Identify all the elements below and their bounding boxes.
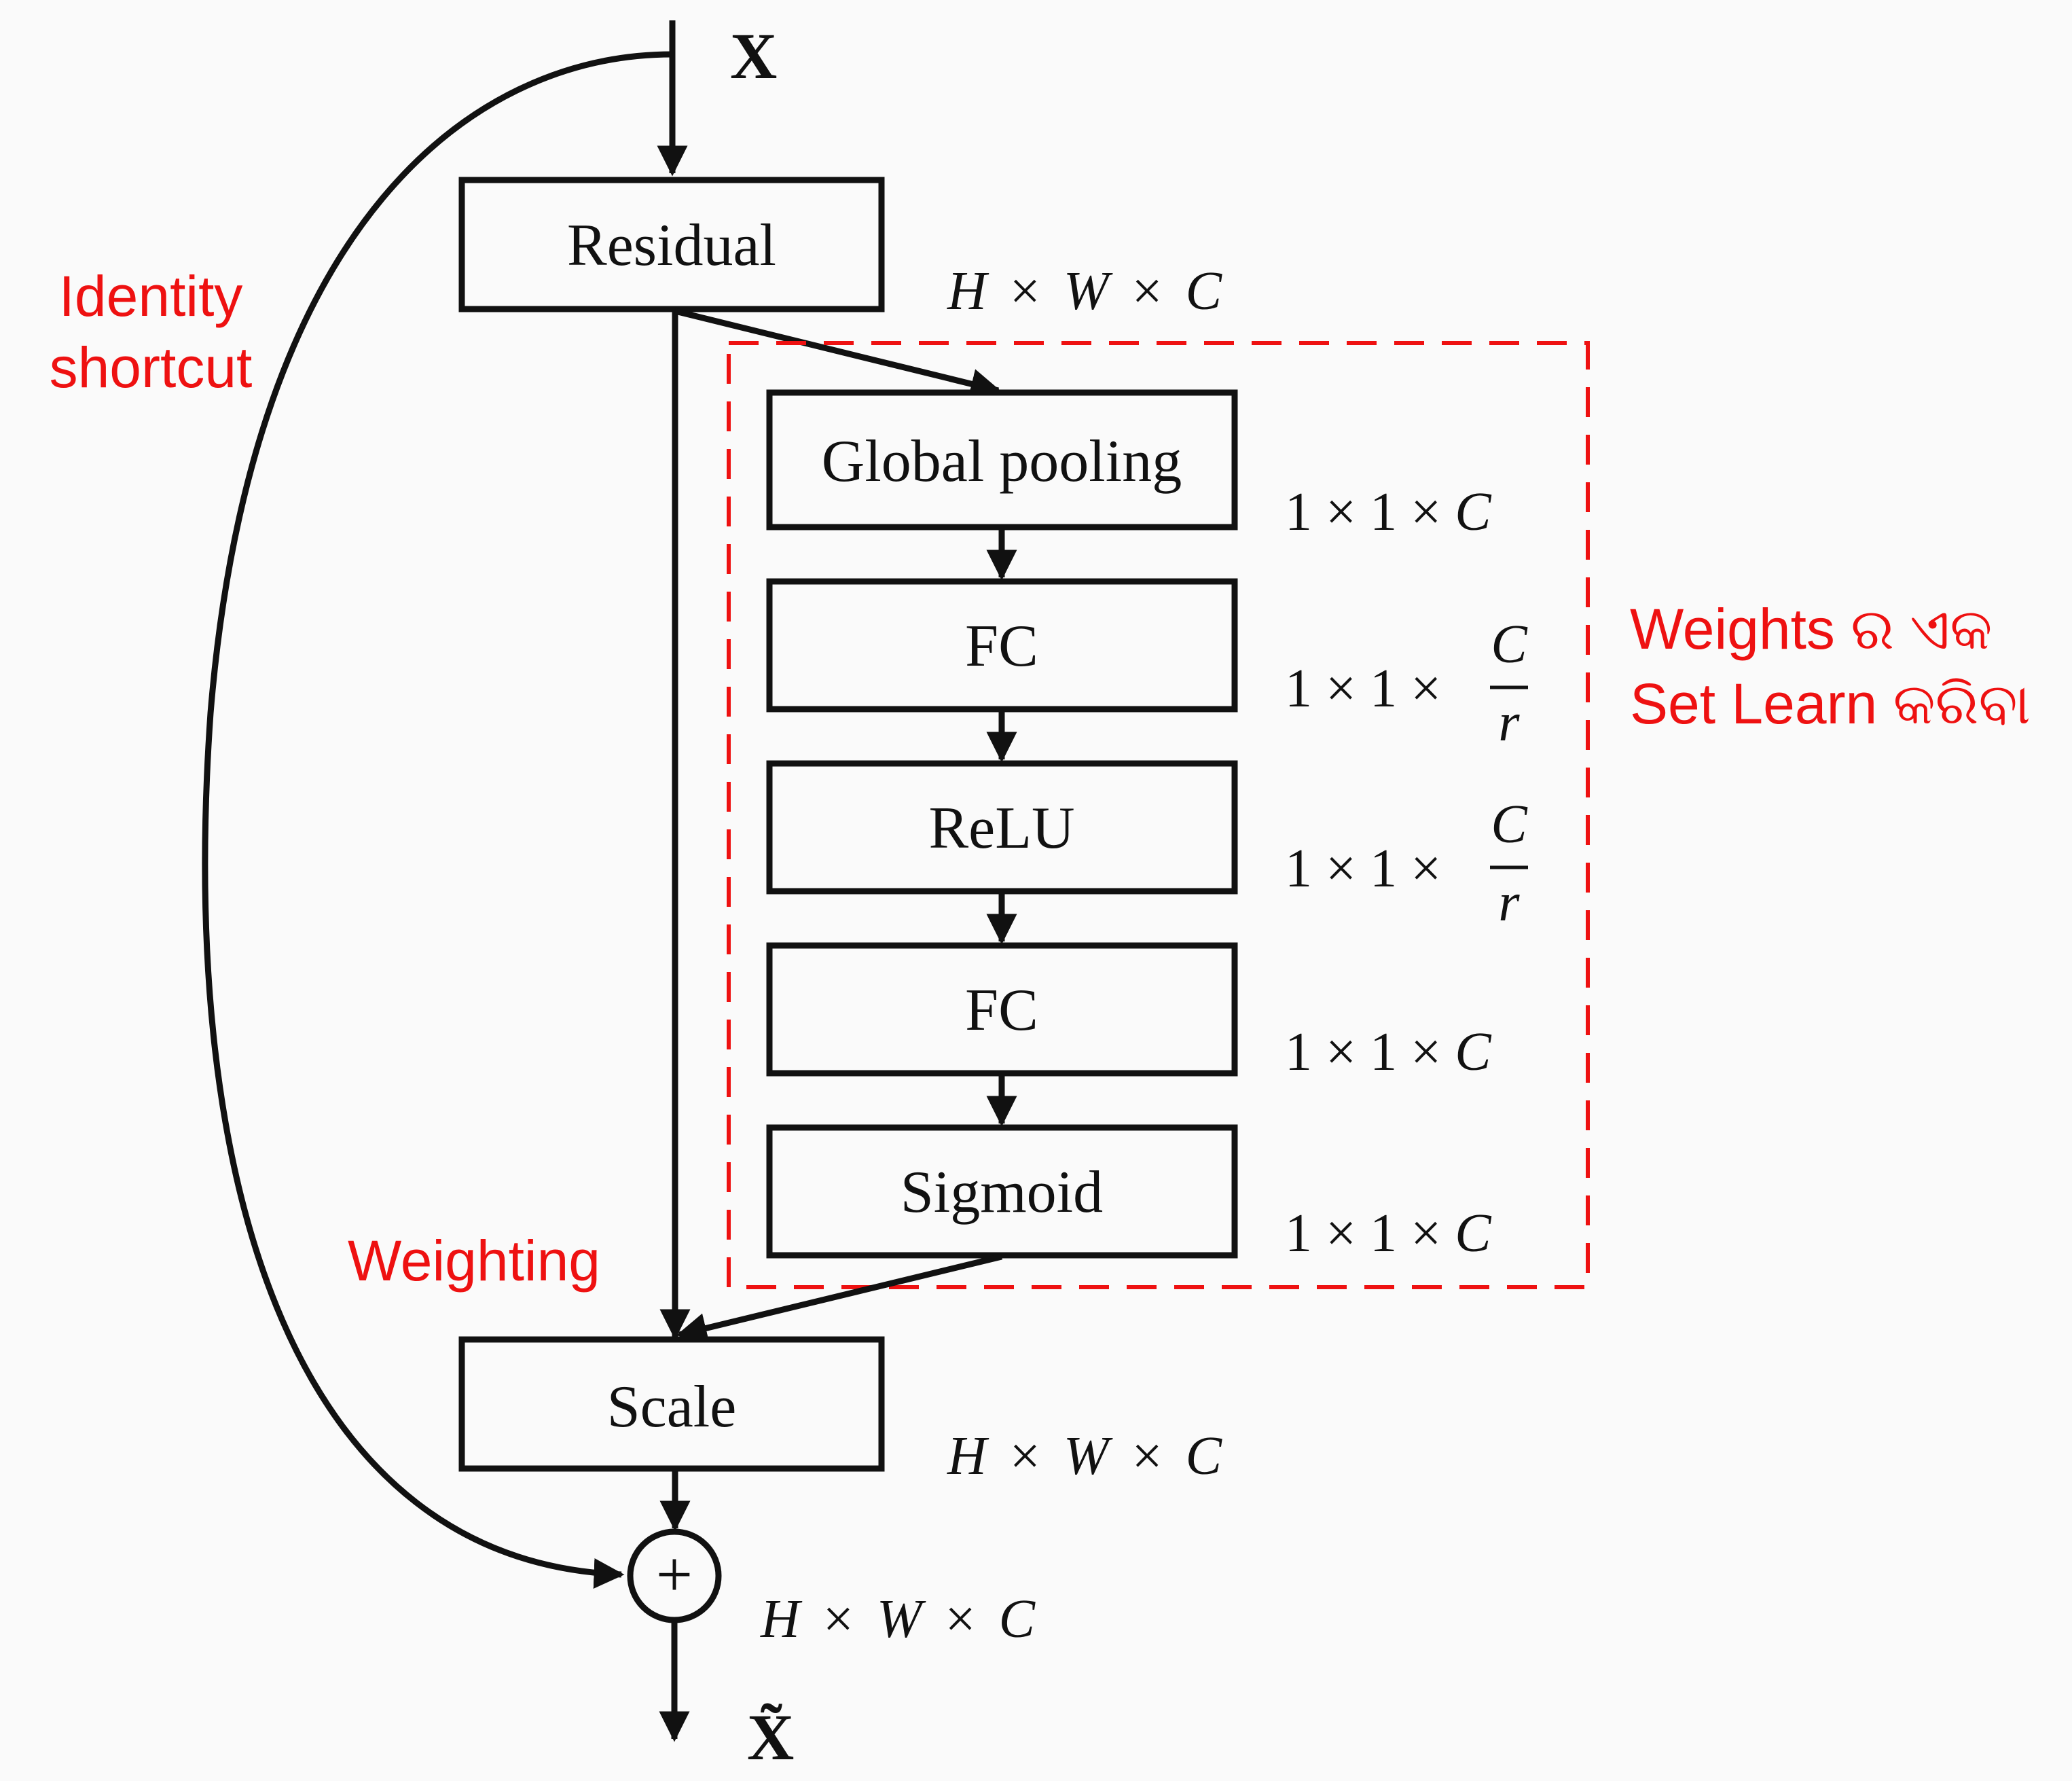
pooling-dim: 1 × 1 × C: [1285, 482, 1492, 542]
sigmoid-block: [766, 1124, 1238, 1259]
scale-label: Scale: [607, 1374, 737, 1440]
residual-block: [458, 177, 885, 312]
adder-circle: [627, 1528, 722, 1623]
residual-dim: H × W × C: [947, 262, 1223, 321]
learned-weights-region: [727, 341, 1590, 1289]
adder-symbol: +: [656, 1538, 693, 1611]
global-pooling-block: [766, 389, 1238, 530]
learn-weights-annotation-line2: Set Learn କରିବା: [1630, 672, 2031, 736]
weighting-arrow: [676, 1253, 1003, 1344]
sum-dim: H × W × C: [760, 1589, 1036, 1649]
fc1-block: [766, 578, 1238, 713]
identity-shortcut-annotation-line1: Identity: [59, 264, 243, 328]
relu-dim-den: r: [1498, 873, 1520, 933]
sigmoid-dim: 1 × 1 × C: [1285, 1204, 1492, 1263]
fc1-dim: 1 × 1 ×: [1285, 659, 1441, 719]
output-label: X̃: [747, 1701, 794, 1774]
learn-weights-annotation-line1: Weights ର ଏକ: [1630, 597, 1992, 661]
fc2-dim: 1 × 1 × C: [1285, 1022, 1492, 1082]
scale-block: [458, 1336, 885, 1472]
fc1-label: FC: [965, 613, 1038, 679]
relu-dim: 1 × 1 ×: [1285, 839, 1441, 899]
relu-label: ReLU: [928, 795, 1074, 861]
residual-label: Residual: [567, 213, 776, 278]
fc1-dim-den: r: [1498, 693, 1520, 753]
relu-block: [766, 760, 1238, 895]
fc1-dim-num: C: [1491, 615, 1528, 674]
identity-shortcut-annotation-line2: shortcut: [50, 336, 253, 399]
relu-dim-num: C: [1491, 795, 1528, 854]
identity-shortcut-curve: [202, 51, 673, 1589]
fc2-label: FC: [965, 977, 1038, 1043]
scale-dim: H × W × C: [947, 1426, 1223, 1486]
branch-arrow: [674, 308, 1002, 399]
sigmoid-label: Sigmoid: [901, 1159, 1103, 1225]
fc2-block: [766, 942, 1238, 1077]
global-pooling-label: Global pooling: [822, 429, 1182, 494]
input-label: X: [730, 20, 777, 92]
weighting-annotation: Weighting: [348, 1229, 600, 1293]
